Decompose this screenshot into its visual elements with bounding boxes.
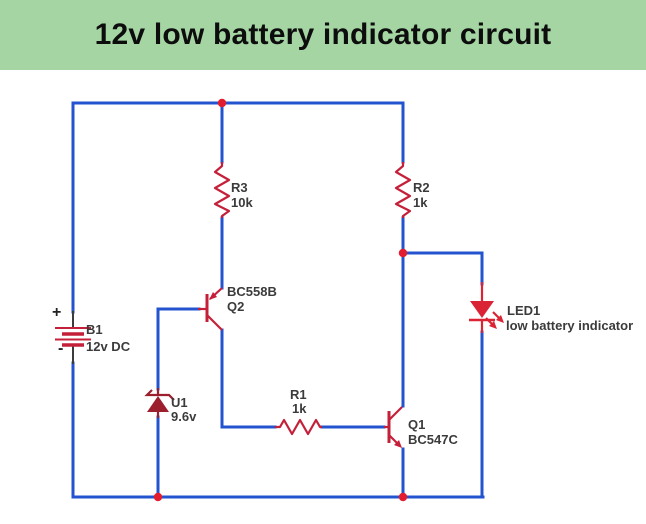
battery-value-label: 12v DC xyxy=(86,339,131,354)
transistor-q1-symbol xyxy=(384,406,403,448)
led1-ref-label: LED1 xyxy=(507,303,541,318)
led-emission-arrow-1-head xyxy=(489,321,497,329)
junction-dot-bottom-left xyxy=(153,492,163,502)
wires xyxy=(71,101,485,499)
r3-value-label: 10k xyxy=(231,195,253,210)
q2-ref-label: Q2 xyxy=(227,299,245,314)
r2-ref-label: R2 xyxy=(413,180,430,195)
wire-q2-collector-to-r1 xyxy=(220,328,277,429)
u1-cathode-bar xyxy=(144,389,175,401)
battery-symbol xyxy=(55,311,91,364)
battery-plus-sign: + xyxy=(52,304,62,321)
q2-emitter-arrow xyxy=(209,292,217,300)
junction-dot-top xyxy=(217,98,227,108)
q1-part-label: BC547C xyxy=(408,432,458,447)
battery-ref-label: B1 xyxy=(86,322,103,337)
resistor-r2-symbol xyxy=(394,162,412,218)
junction-dots xyxy=(153,98,408,502)
u1-ref-label: U1 xyxy=(171,395,188,410)
r1-ref-label: R1 xyxy=(290,387,307,402)
resistor-r3-symbol xyxy=(213,162,231,218)
q1-ref-label: Q1 xyxy=(408,417,426,432)
transistor-q2-symbol xyxy=(198,287,223,331)
r3-ref-label: R3 xyxy=(231,180,248,195)
wire-q2-base-to-u1 xyxy=(156,307,201,391)
led-emission-arrow-2-head xyxy=(496,315,504,323)
junction-dot-led-branch xyxy=(398,248,408,258)
junction-dot-bottom-right xyxy=(398,492,408,502)
q1-emitter-arrow xyxy=(394,440,402,448)
u1-value-label: 9.6v xyxy=(171,409,197,424)
title-banner: 12v low battery indicator circuit xyxy=(0,0,646,70)
r2-value-label: 1k xyxy=(413,195,428,210)
zener-u1-symbol xyxy=(144,388,175,418)
led1-symbol xyxy=(469,282,504,333)
battery-minus-sign: - xyxy=(58,340,64,357)
wire-junction-to-led xyxy=(401,251,484,286)
u1-anode-triangle xyxy=(147,396,169,412)
r1-value-label: 1k xyxy=(292,401,307,416)
resistor-r1-symbol xyxy=(275,418,322,436)
page-title: 12v low battery indicator circuit xyxy=(94,18,552,51)
q1-collector-lead xyxy=(388,406,403,421)
led1-desc-label: low battery indicator xyxy=(506,318,634,333)
led-triangle xyxy=(470,301,494,318)
q2-collector-lead xyxy=(206,314,223,331)
q2-part-label: BC558B xyxy=(227,284,277,299)
